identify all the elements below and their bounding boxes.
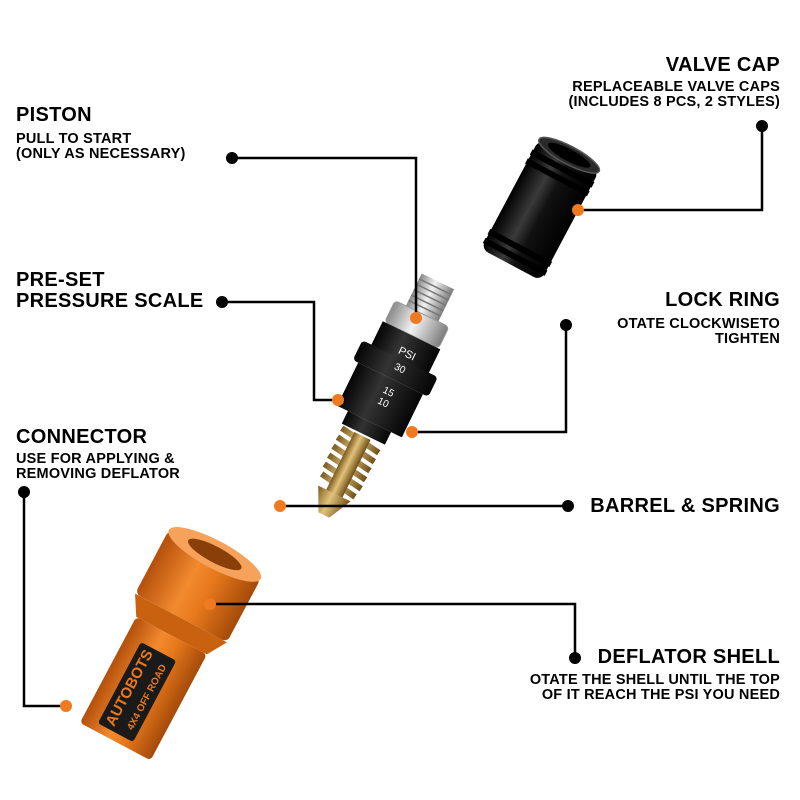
- piston-sub1: PULL TO START: [16, 131, 132, 147]
- connector-sub1: USE FOR APPLYING &: [16, 451, 175, 467]
- leader-connector: [22, 492, 66, 708]
- piston-assembly: PSI 30 15 10: [318, 273, 455, 518]
- label-valve-cap: VALVE CAP REPLACEABLE VALVE CAPS (INCLUD…: [569, 55, 780, 110]
- valve-cap-sub1: REPLACEABLE VALVE CAPS: [572, 79, 780, 95]
- valve-cap-sub2: (INCLUDES 8 PCS, 2 STYLES): [568, 94, 780, 111]
- pressure-scale-title2: PRESSURE SCALE: [16, 290, 204, 312]
- leader-dots: [18, 120, 768, 664]
- label-barrel-spring: BARREL & SPRING: [590, 496, 780, 517]
- leader-valve-cap: [578, 126, 764, 212]
- piston-sub2: (ONLY AS NECESSARY): [16, 146, 186, 163]
- label-connector: CONNECTOR USE FOR APPLYING & REMOVING DE…: [16, 427, 180, 482]
- deflator-shell-sub1: OTATE THE SHELL UNTIL THE TOP: [529, 672, 780, 688]
- connector-title: CONNECTOR: [16, 426, 148, 448]
- deflator-shell-sub2: OF IT REACH THE PSI YOU NEED: [541, 687, 780, 704]
- label-deflator-shell: DEFLATOR SHELL OTATE THE SHELL UNTIL THE…: [530, 647, 780, 703]
- barrel-spring-title: BARREL & SPRING: [590, 495, 780, 517]
- leader-deflator-shell: [210, 602, 577, 658]
- lock-ring-sub1: OTATE CLOCKWISETO: [617, 316, 780, 332]
- target-dots: [60, 204, 584, 712]
- piston-title: PISTON: [16, 104, 92, 126]
- leader-lines: [22, 126, 764, 708]
- deflator-shell-part: AUTOBOTS 4X4 OFF ROAD: [81, 527, 262, 759]
- leader-pressure-scale: [222, 300, 338, 402]
- lock-ring-sub2: TIGHTEN: [714, 331, 780, 348]
- label-piston: PISTON PULL TO START (ONLY AS NECESSARY): [16, 105, 186, 162]
- leader-piston: [232, 156, 418, 318]
- valve-cap-part: [482, 136, 601, 278]
- scale-mark-30: 30: [392, 362, 407, 377]
- label-pressure-scale: PRE-SET PRESSURE SCALE: [16, 270, 204, 312]
- deflator-shell-title: DEFLATOR SHELL: [597, 646, 780, 668]
- pressure-scale-title1: PRE-SET: [16, 269, 105, 291]
- valve-cap-title: VALVE CAP: [665, 54, 780, 76]
- scale-mark-15: 15: [381, 385, 396, 400]
- lock-ring-title: LOCK RING: [665, 289, 780, 311]
- leader-lock-ring: [412, 325, 568, 434]
- connector-sub2: REMOVING DEFLATOR: [16, 466, 180, 483]
- label-lock-ring: LOCK RING OTATE CLOCKWISETO TIGHTEN: [617, 290, 780, 347]
- scale-mark-10: 10: [376, 396, 391, 411]
